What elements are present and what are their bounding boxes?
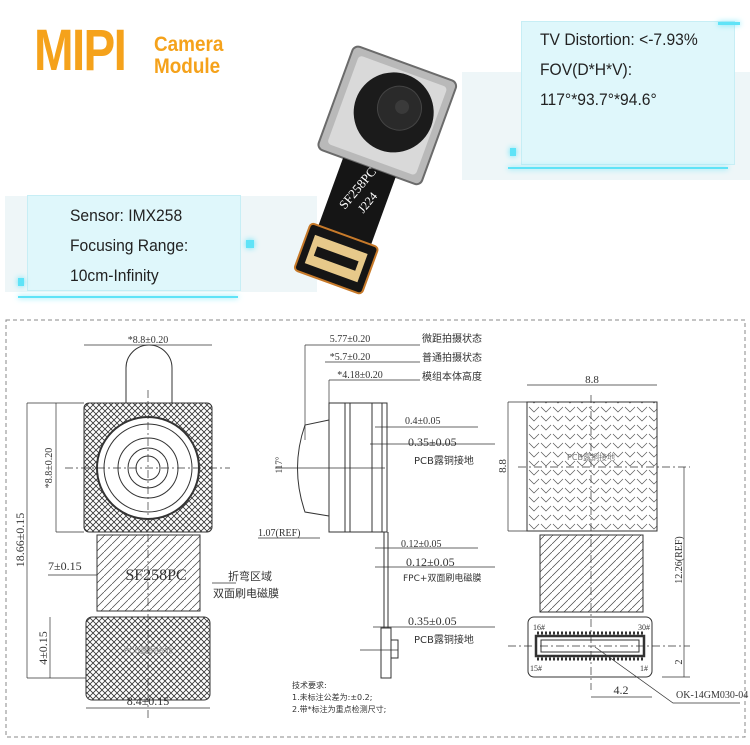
spec-fov-label: FOV(D*H*V): [540,60,633,79]
dim-back-height: 8.8 [497,459,509,473]
pcb-ground-label-1: PCB露铜接地 [414,454,474,467]
lens-center [395,99,410,114]
back-view [507,384,740,704]
dim-fpc-2: 0.12±0.05 [406,555,455,569]
flex-cable [315,157,396,253]
dim-flex-width: 7±0.15 [48,559,82,573]
dim-total-height: 18.66±0.15 [13,513,27,568]
dim-back-width: 8.8 [585,374,599,386]
spec-panel-left: Sensor: IMX258 Focusing Range: 10cm-Infi… [28,196,240,290]
dim-flex-ref: 12.26(REF) [674,536,685,584]
connector-ground-label: PCB露铜接地 [124,645,172,655]
title-module: Module [154,55,221,78]
dim-ref: 1.07(REF) [258,528,301,539]
dim-module-height: *8.8±0.20 [44,448,55,489]
emi-film-label: 双面刷电磁膜 [213,587,279,600]
fov-angle: 117° [274,456,284,473]
dim-front-width: *8.8±0.20 [128,335,169,346]
glow-mark [718,22,740,25]
label-module-height: 模组本体高度 [422,370,482,383]
fpc-film-label: FPC+双面刷电磁膜 [403,572,481,584]
title-mipi: MIPI [34,18,127,83]
spec-distortion: TV Distortion: <-7.93% [540,30,698,49]
dim-conn-center: 4.2 [614,683,629,697]
camera-module-photo: SF258PC J224 [293,45,458,295]
spec-focus-value: 10cm-Infinity [70,266,159,285]
pin-15-label: 15# [530,664,542,673]
pcb-ground-label-2: PCB露铜接地 [414,633,474,646]
pin-1-label: 1# [640,664,648,673]
label-normal-state: 普通拍摄状态 [422,351,482,364]
glow-mark [246,240,254,248]
glow-mark [510,148,516,156]
back-ground-label: PCB露铜接地 [567,452,615,462]
dim-connector-height: 4±0.15 [36,631,50,665]
connector-socket [313,246,359,271]
dim-conn-thickness: 0.35±0.05 [408,614,457,628]
notes-title: 技术要求: [292,680,327,690]
glow-line [18,296,238,298]
flex-model-label: SF258PC [125,567,186,584]
pin-16-label: 16# [533,623,545,632]
connector-part-number: OK-14GM030-04 [676,690,748,701]
dim-thickness-1: 0.4±0.05 [405,416,441,427]
spec-focus-label: Focusing Range: [70,236,189,255]
dim-thickness-2: 0.35±0.05 [408,435,457,449]
dim-side-1: 5.77±0.20 [330,334,371,345]
side-view [258,344,495,679]
notes-line-2: 2.带*标注为重点检测尺寸; [292,704,386,714]
dim-connector-width: 8.4±0.15 [127,694,170,708]
label-macro-state: 微距拍摄状态 [422,332,482,345]
front-view [26,344,236,720]
pin-30-label: 30# [638,623,650,632]
dim-side-3: *4.18±0.20 [337,370,383,381]
bend-area-label: 折弯区域 [228,569,272,583]
title-camera: Camera [154,33,224,56]
spec-sensor: Sensor: IMX258 [70,206,183,225]
spec-panel-right: TV Distortion: <-7.93% FOV(D*H*V): 117°*… [522,22,734,164]
drawing-border [5,319,746,738]
dim-fpc-1: 0.12±0.05 [401,539,442,550]
dim-side-2: *5.7±0.20 [330,352,371,363]
notes-line-1: 1.未标注公差为:±0.2; [292,692,372,702]
dim-conn-offset: 2 [674,660,685,665]
glow-mark [18,278,24,286]
spec-fov-value: 117°*93.7°*94.6° [540,90,657,109]
glow-line [508,167,728,169]
